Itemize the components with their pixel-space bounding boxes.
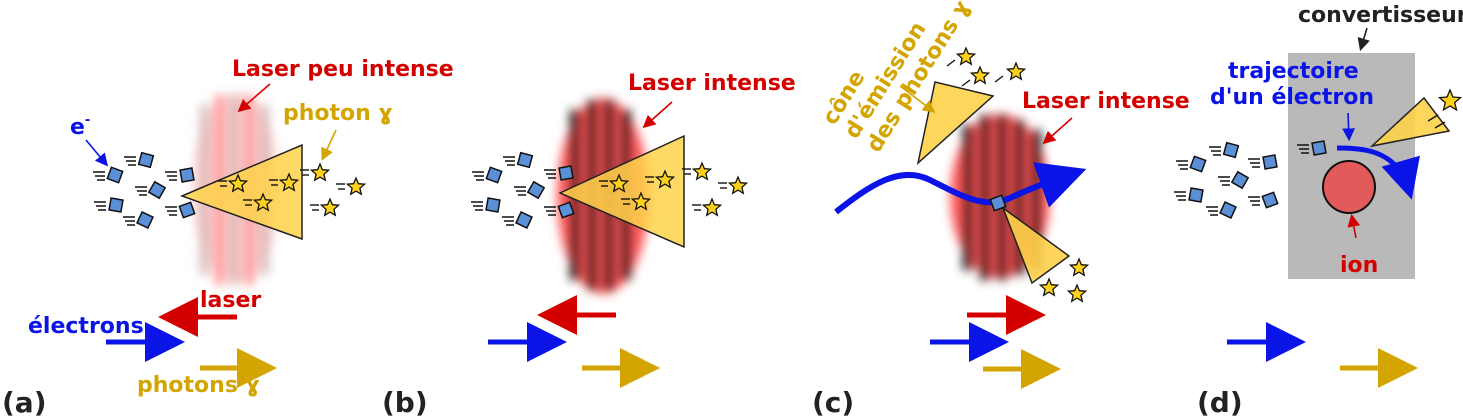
laser-label: Laser intense <box>1022 89 1190 114</box>
photon-star <box>969 65 991 85</box>
trajectory-label: trajectoire d'un électron <box>1210 59 1374 110</box>
converter-pointer-line <box>1357 27 1370 52</box>
electron <box>135 180 167 200</box>
electron <box>514 180 546 200</box>
electron <box>165 167 195 183</box>
electron <box>124 151 155 169</box>
ion-label: ion <box>1340 253 1378 278</box>
photon-star <box>599 173 630 193</box>
photon-star <box>269 172 300 192</box>
panel-label-b: (b) <box>382 386 428 419</box>
ion <box>1322 160 1376 214</box>
electron <box>544 201 575 219</box>
laser-label: Laser peu intense <box>232 57 454 82</box>
emission-cone <box>1369 96 1451 148</box>
electron-pointer-line <box>85 139 109 167</box>
converter-label: convertisseur <box>1298 3 1463 28</box>
cone-pointer-line <box>899 85 936 113</box>
panel-label-c: (c) <box>812 386 854 419</box>
laser-pointer-line <box>237 83 271 113</box>
photon-star <box>718 175 749 195</box>
photon-star-group <box>599 161 749 217</box>
photon-star-group <box>218 162 367 217</box>
photon-star <box>218 173 249 193</box>
photon-star <box>1437 88 1463 112</box>
emission-cone-lower <box>1001 205 1071 285</box>
electron-trajectory <box>1336 145 1420 200</box>
photon-star <box>310 197 341 217</box>
photon-star <box>336 176 367 196</box>
photon-star-group <box>1427 88 1463 129</box>
electron <box>94 197 124 213</box>
electrons-arrow-label: électrons <box>28 314 144 339</box>
photon-star <box>955 46 977 66</box>
electron <box>1209 141 1240 159</box>
photon-star <box>1068 257 1090 277</box>
photon-star <box>1005 61 1027 81</box>
electron <box>502 211 533 229</box>
electron-label: e- <box>70 113 90 140</box>
photon-star <box>300 162 331 182</box>
electron <box>1248 154 1278 170</box>
electron <box>544 165 574 181</box>
electron <box>1218 170 1250 190</box>
panel-label-a: (a) <box>2 386 47 419</box>
electron <box>1174 187 1204 203</box>
electron-trajectory <box>834 162 1087 215</box>
panel-c: cône d'émission des photons ɣ Laser inte… <box>812 0 1190 419</box>
photon-star <box>682 161 713 181</box>
electron-group <box>93 151 196 229</box>
photon-cone <box>558 134 685 249</box>
photon-label: photon ɣ <box>283 101 393 126</box>
photon-star <box>1038 277 1060 297</box>
emission-cone-upper <box>916 81 995 166</box>
ion-pointer-line <box>1347 213 1361 239</box>
laser-pointer-line <box>642 101 673 129</box>
electron <box>93 166 124 184</box>
panel-d: convertisseur ion trajectoire d'un élect… <box>1174 3 1463 419</box>
photon-star <box>645 169 676 189</box>
laser-pointer-line <box>1042 117 1073 145</box>
electron <box>471 197 501 213</box>
electron-group <box>1174 140 1327 219</box>
panel-b: Laser intense (b) <box>382 71 796 419</box>
electron <box>165 201 196 219</box>
electron <box>989 194 1007 212</box>
electron <box>1297 140 1327 156</box>
panel-a: Laser peu intense photon ɣ e- laser élec… <box>2 57 454 419</box>
electron <box>123 211 154 229</box>
electron <box>503 151 534 169</box>
panel-label-d: (d) <box>1197 386 1243 419</box>
photon-star <box>243 192 274 212</box>
electron <box>1206 201 1237 219</box>
photon-star-group <box>946 46 1090 303</box>
laser-label: Laser intense <box>628 71 796 96</box>
electron <box>472 166 503 184</box>
photon-star <box>1066 283 1088 303</box>
laser-arrow-label: laser <box>200 288 261 313</box>
photons-arrow-label: photons ɣ <box>137 373 260 398</box>
photon-star <box>692 197 723 217</box>
electron-group <box>471 151 575 229</box>
photon-star <box>621 191 652 211</box>
electron <box>1176 155 1207 173</box>
trajectory-pointer-line <box>1342 112 1356 142</box>
photon-cone <box>179 143 303 241</box>
electron <box>1248 191 1279 209</box>
photon-pointer-line <box>321 129 337 161</box>
